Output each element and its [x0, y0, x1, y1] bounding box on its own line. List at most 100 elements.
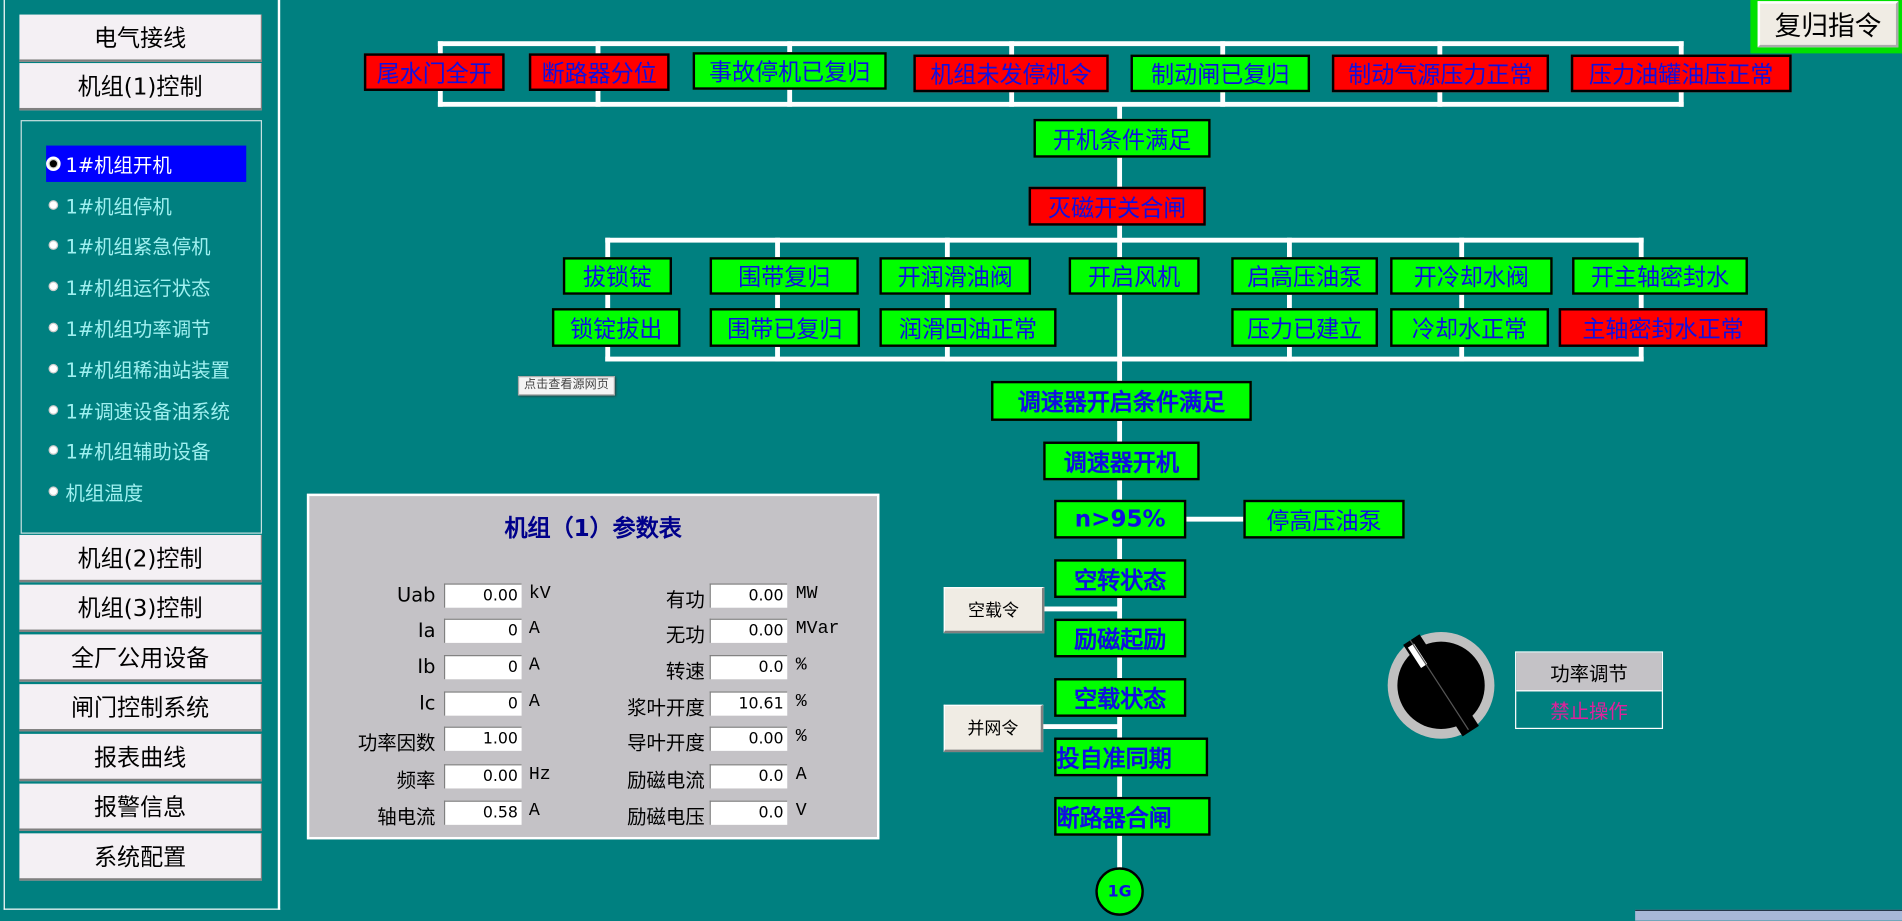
submenu-item[interactable]: 1#机组开机: [46, 145, 247, 182]
param-unit: A: [528, 618, 540, 640]
radio-icon[interactable]: [48, 158, 59, 169]
parameter-panel-title: 机组（1）参数表: [504, 515, 682, 543]
power-mode-knob[interactable]: [1383, 628, 1499, 744]
param-value-field: 0.00: [709, 618, 788, 643]
param-label: 无功: [665, 623, 705, 647]
aux-lock-removed: 锁锭拔出: [551, 308, 681, 347]
param-unit: V: [795, 800, 807, 822]
submenu-item-label: 1#调速设备油系统: [65, 400, 230, 424]
param-unit: Hz: [528, 764, 551, 785]
radio-icon[interactable]: [48, 200, 59, 210]
param-value-field: 1.00: [443, 726, 522, 751]
submenu-item[interactable]: 机组温度: [46, 473, 246, 509]
nav-system-config[interactable]: 系统配置: [19, 833, 263, 881]
param-value-field: 0: [443, 691, 522, 716]
param-label: 功率因数: [357, 731, 436, 755]
param-value-field: 0: [443, 655, 522, 680]
radio-icon[interactable]: [48, 363, 59, 374]
radio-icon[interactable]: [48, 240, 59, 250]
nav-gate-control[interactable]: 闸门控制系统: [19, 684, 263, 732]
nav-plant-common[interactable]: 全厂公用设备: [19, 634, 263, 682]
param-value-field: 0.00: [443, 583, 522, 608]
no-load-command-button[interactable]: 空载令: [943, 587, 1045, 634]
aux-remove-lock: 拔锁锭: [562, 257, 673, 295]
param-value-field: 0: [443, 618, 522, 643]
param-value-field: 0.00: [709, 726, 788, 751]
step-stop-hp-pump: 停高压油泵: [1243, 499, 1405, 539]
param-unit: %: [795, 691, 807, 713]
nav-unit1-control[interactable]: 机组(1)控制: [19, 63, 263, 111]
submenu-item[interactable]: 1#机组功率调节: [46, 309, 246, 345]
aux-lube-return-normal: 润滑回油正常: [879, 308, 1057, 347]
radio-icon[interactable]: [48, 322, 59, 333]
step-field-breaker-close: 灭磁开关合闸: [1028, 186, 1206, 226]
param-label: 导叶开度: [627, 731, 705, 755]
condition-oil-tank-pressure: 压力油罐油压正常: [1570, 54, 1792, 93]
param-label: 浆叶开度: [627, 696, 705, 720]
connector-line: [1043, 606, 1119, 612]
connector-line: [1043, 724, 1119, 730]
param-unit: A: [528, 691, 540, 713]
step-governor-ready: 调速器开启条件满足: [991, 380, 1252, 421]
submenu-item[interactable]: 1#机组运行状态: [46, 268, 246, 304]
step-start-ready: 开机条件满足: [1033, 118, 1211, 158]
radio-icon[interactable]: [48, 445, 59, 455]
param-label: 励磁电压: [627, 805, 705, 829]
taskbar-window-edge: [1635, 909, 1902, 921]
condition-no-stop-command: 机组未发停机令: [913, 54, 1109, 93]
condition-tailwater-gate: 尾水门全开: [363, 53, 505, 91]
param-label: 励磁电流: [627, 769, 705, 793]
connector-line: [1459, 237, 1465, 362]
submenu-item-label: 1#机组开机: [65, 154, 172, 178]
submenu-item-label: 1#机组停机: [65, 195, 172, 219]
param-unit: %: [795, 726, 807, 748]
radio-icon[interactable]: [48, 405, 59, 415]
submenu-item[interactable]: 1#调速设备油系统: [46, 392, 246, 428]
step-idle-state: 空转状态: [1054, 559, 1187, 599]
aux-open-shaft-seal-water: 开主轴密封水: [1572, 257, 1748, 295]
power-control-panel: 功率调节 禁止操作: [1515, 651, 1664, 730]
connector-line: [1287, 237, 1292, 362]
submenu-item-label: 1#机组运行状态: [65, 276, 211, 300]
param-label: 频率: [396, 769, 436, 793]
param-label: Ia: [417, 618, 436, 642]
param-unit: %: [795, 655, 807, 676]
aux-start-fan: 开启风机: [1068, 257, 1200, 295]
step-excitation: 励磁起励: [1054, 618, 1187, 658]
connector-line: [775, 237, 780, 362]
main-trunk-line: [1117, 104, 1123, 869]
connector-line: [605, 237, 1644, 243]
condition-breaker-open: 断路器分位: [528, 53, 670, 91]
nav-alarms[interactable]: 报警信息: [19, 783, 263, 831]
aux-seal-reset-done: 围带已复归: [709, 308, 861, 347]
param-label: 转速: [665, 659, 705, 683]
submenu-item[interactable]: 1#机组辅助设备: [46, 432, 246, 468]
param-label: 轴电流: [377, 805, 436, 829]
sidebar-border: [3, 0, 5, 910]
submenu-item[interactable]: 1#机组停机: [46, 187, 246, 223]
nav-unit3-control[interactable]: 机组(3)控制: [19, 584, 263, 632]
step-governor-start: 调速器开机: [1043, 441, 1200, 481]
sidebar-border: [3, 908, 281, 910]
param-unit: A: [795, 764, 807, 785]
condition-brake-air-pressure: 制动气源压力正常: [1331, 54, 1550, 93]
submenu-item[interactable]: 1#机组稀油站装置: [46, 351, 246, 387]
nav-unit2-control[interactable]: 机组(2)控制: [19, 534, 263, 583]
aux-open-cooling-valve: 开冷却水阀: [1390, 257, 1553, 295]
radio-icon[interactable]: [48, 281, 59, 292]
param-label: 有功: [665, 588, 705, 612]
radio-icon[interactable]: [48, 486, 59, 497]
aux-seal-reset: 围带复归: [709, 257, 859, 295]
submenu-item-label: 机组温度: [65, 481, 144, 505]
param-value-field: 0.00: [443, 764, 522, 789]
connector-line: [437, 41, 1684, 47]
reset-command-button[interactable]: 复归指令: [1757, 1, 1899, 48]
nav-electrical-wiring[interactable]: 电气接线: [19, 14, 263, 62]
connector-line: [1638, 237, 1644, 362]
nav-reports[interactable]: 报表曲线: [19, 733, 263, 782]
submenu-item[interactable]: 1#机组紧急停机: [46, 227, 246, 263]
param-value-field: 0.0: [709, 800, 788, 825]
grid-connect-command-button[interactable]: 并网令: [943, 704, 1044, 753]
param-label: Ic: [419, 691, 436, 715]
